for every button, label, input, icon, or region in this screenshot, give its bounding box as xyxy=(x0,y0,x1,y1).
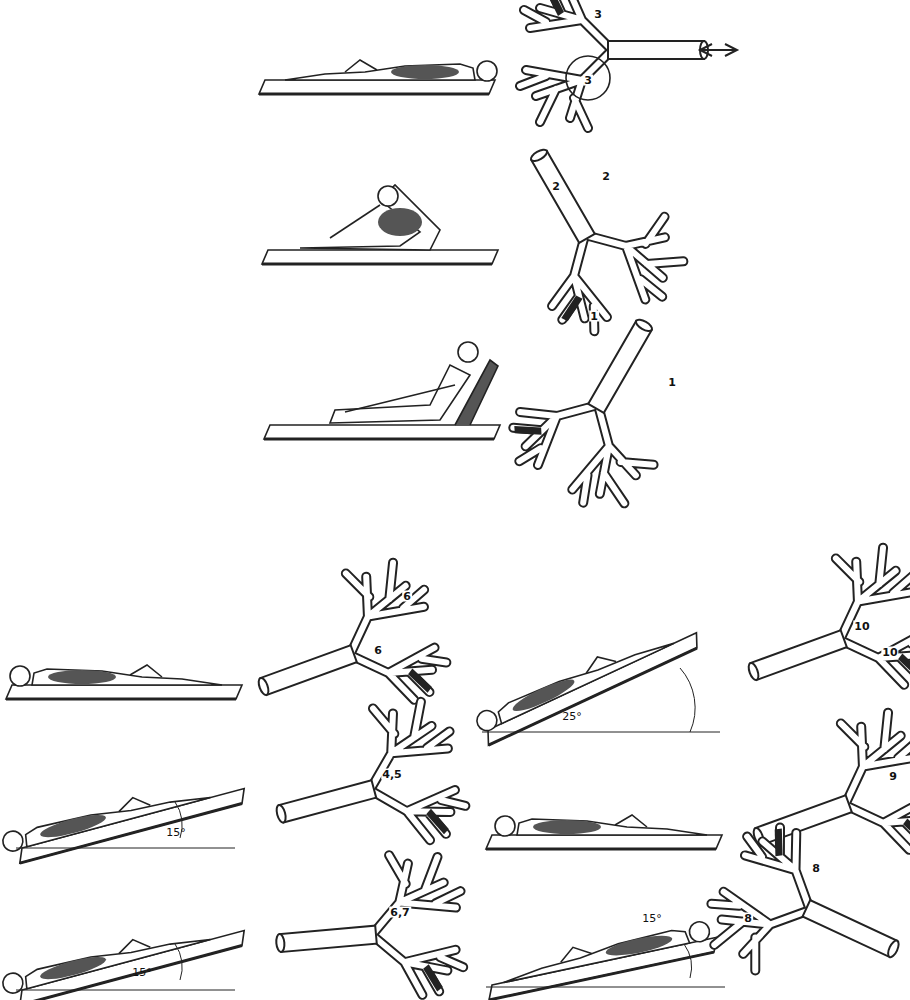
tilted-15-position xyxy=(0,849,469,1000)
side-lying-position xyxy=(486,700,910,898)
callout-number: 3 xyxy=(593,9,603,20)
angle-label: 25° xyxy=(561,711,583,722)
callout-number: 2 xyxy=(601,171,611,182)
angle-label: 15° xyxy=(641,913,663,924)
callout-number: 1 xyxy=(667,377,677,388)
sitting-forward-position xyxy=(262,113,699,347)
callout-number: 10 xyxy=(853,621,870,632)
callout-number: 10 xyxy=(881,647,898,658)
tilted-25-position xyxy=(473,535,910,745)
callout-number: 6 xyxy=(373,645,383,656)
callout-number: 3 xyxy=(583,75,593,86)
callout-number: 6,7 xyxy=(389,907,411,918)
callout-number: 4,5 xyxy=(381,769,403,780)
tilted-15-position xyxy=(0,691,475,877)
callout-number: 1 xyxy=(589,311,599,322)
sitting-reclined-position xyxy=(264,290,714,524)
angle-label: 15° xyxy=(131,967,153,978)
angle-label: 15° xyxy=(165,827,187,838)
callout-number: 9 xyxy=(888,771,898,782)
callout-number: 8 xyxy=(743,913,753,924)
supine-position xyxy=(259,0,737,128)
callout-number: 8 xyxy=(811,863,821,874)
callout-number: 2 xyxy=(551,181,561,192)
tilted-15-position xyxy=(482,813,910,1000)
callout-number: 6 xyxy=(402,591,412,602)
